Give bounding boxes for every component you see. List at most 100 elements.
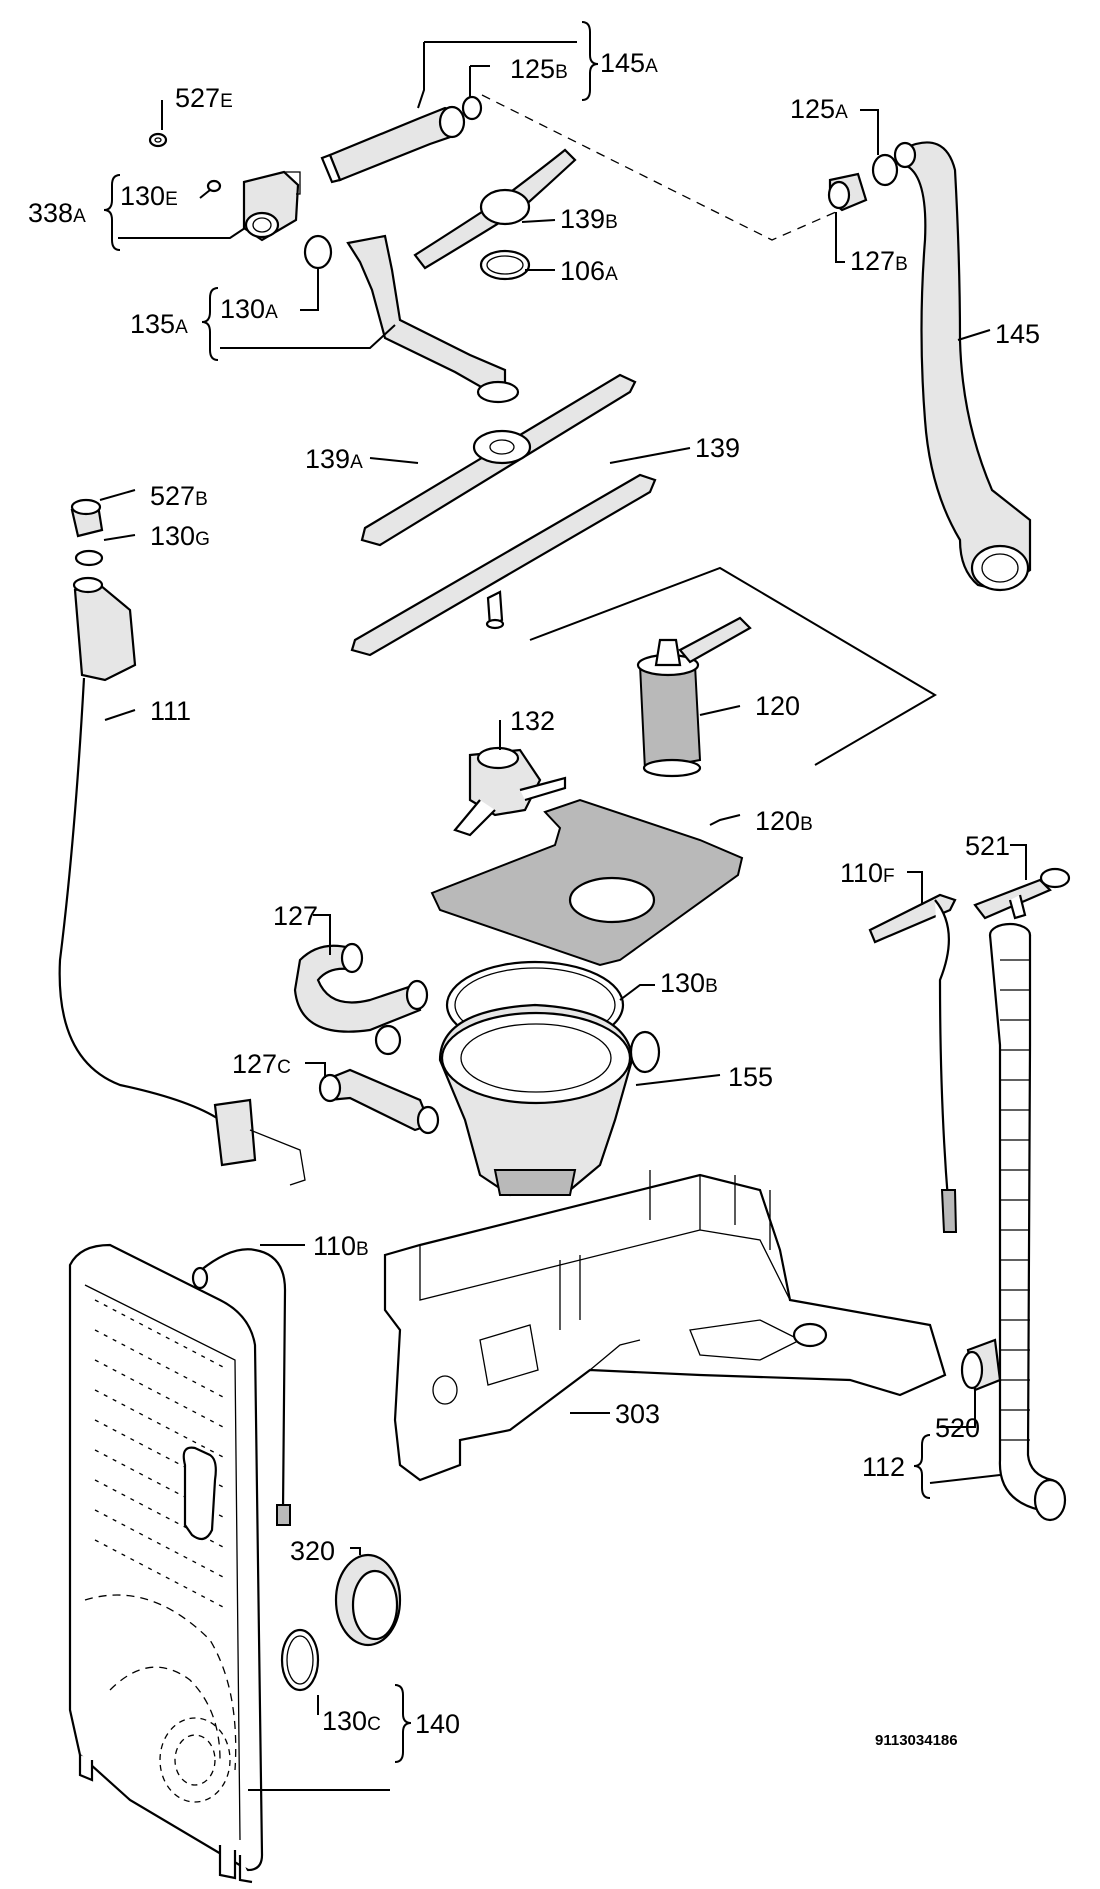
svg-text:155: 155 bbox=[728, 1062, 773, 1092]
label-145: 145 bbox=[995, 319, 1040, 349]
svg-text:127B: 127B bbox=[850, 246, 908, 276]
label-106a: 106A bbox=[560, 256, 618, 286]
svg-text:110F: 110F bbox=[840, 858, 895, 888]
svg-text:127: 127 bbox=[273, 901, 318, 931]
label-140: 140 bbox=[415, 1709, 460, 1739]
svg-text:320: 320 bbox=[290, 1536, 335, 1566]
svg-text:125B: 125B bbox=[510, 54, 568, 84]
svg-text:106A: 106A bbox=[560, 256, 618, 286]
svg-text:145: 145 bbox=[995, 319, 1040, 349]
label-127c: 127C bbox=[232, 1049, 291, 1079]
svg-text:120B: 120B bbox=[755, 806, 813, 836]
label-303: 303 bbox=[615, 1399, 660, 1429]
label-125a: 125A bbox=[790, 94, 848, 124]
label-127: 127 bbox=[273, 901, 318, 931]
label-527b: 527B bbox=[150, 481, 208, 511]
svg-text:111: 111 bbox=[150, 696, 191, 726]
filter-group-outline bbox=[529, 566, 937, 766]
label-110f: 110F bbox=[840, 858, 895, 888]
braces bbox=[103, 21, 931, 1763]
panel-grid-dots bbox=[94, 1299, 226, 1609]
svg-text:112: 112 bbox=[862, 1452, 905, 1482]
svg-text:132: 132 bbox=[510, 706, 555, 736]
part-127b-nut bbox=[827, 172, 868, 212]
part-120-filter bbox=[636, 616, 752, 778]
part-520-bend bbox=[960, 1338, 1002, 1392]
part-125b-oring bbox=[461, 95, 483, 121]
assembly-dashed-line bbox=[481, 94, 846, 241]
label-130c: 130C bbox=[322, 1706, 381, 1736]
svg-text:135A: 135A bbox=[130, 309, 188, 339]
svg-text:139A: 139A bbox=[305, 444, 363, 474]
svg-text:139: 139 bbox=[695, 433, 740, 463]
svg-text:130C: 130C bbox=[322, 1706, 381, 1736]
part-303-base-frame bbox=[383, 1170, 947, 1482]
part-110f-hose bbox=[868, 893, 958, 1233]
label-127b: 127B bbox=[850, 246, 908, 276]
svg-text:139B: 139B bbox=[560, 204, 618, 234]
part-338a-fitting bbox=[242, 170, 301, 242]
part-112-drain-hose bbox=[988, 922, 1067, 1522]
label-145a: 145A bbox=[600, 48, 658, 78]
svg-text:520: 520 bbox=[935, 1413, 980, 1443]
part-130e-oring bbox=[206, 179, 222, 193]
svg-text:527B: 527B bbox=[150, 481, 208, 511]
label-112: 112 bbox=[862, 1452, 905, 1482]
label-139: 139 bbox=[695, 433, 740, 463]
label-521: 521 bbox=[965, 831, 1010, 861]
label-110b: 110B bbox=[313, 1231, 369, 1261]
part-106a-ring bbox=[479, 249, 531, 281]
part-521-clip bbox=[973, 867, 1071, 920]
label-130b: 130B bbox=[660, 968, 718, 998]
label-130a: 130A bbox=[220, 294, 278, 324]
part-135a-water-pipe bbox=[346, 234, 520, 404]
part-139-lower-spray-arm bbox=[350, 473, 657, 657]
part-132-valve bbox=[453, 746, 567, 837]
svg-text:145A: 145A bbox=[600, 48, 658, 78]
label-155: 155 bbox=[728, 1062, 773, 1092]
svg-text:303: 303 bbox=[615, 1399, 660, 1429]
label-130g: 130G bbox=[150, 521, 210, 551]
label-139b: 139B bbox=[560, 204, 618, 234]
part-140-water-softener-panel bbox=[68, 1243, 264, 1884]
part-145-drain-hose bbox=[893, 141, 1032, 592]
svg-text:125A: 125A bbox=[790, 94, 848, 124]
svg-text:130E: 130E bbox=[120, 181, 178, 211]
part-155-sump bbox=[438, 1003, 661, 1197]
svg-text:140: 140 bbox=[415, 1709, 460, 1739]
svg-text:130B: 130B bbox=[660, 968, 718, 998]
label-338a: 338A bbox=[28, 198, 86, 228]
label-120b: 120B bbox=[755, 806, 813, 836]
part-139a-middle-spray-arm bbox=[360, 373, 637, 547]
part-130a-oring bbox=[303, 234, 333, 270]
svg-text:527E: 527E bbox=[175, 83, 233, 113]
part-145a-supply-pipe bbox=[320, 105, 466, 184]
part-125a-oring bbox=[871, 153, 899, 187]
part-320-seal bbox=[334, 1553, 402, 1647]
part-111-inlet-hose bbox=[58, 576, 306, 1186]
label-135a: 135A bbox=[130, 309, 188, 339]
svg-text:521: 521 bbox=[965, 831, 1010, 861]
svg-text:338A: 338A bbox=[28, 198, 86, 228]
label-111: 111 bbox=[150, 696, 191, 726]
part-127-hose bbox=[293, 942, 429, 1056]
leader-lines bbox=[99, 41, 1027, 1791]
part-120b-flat-filter bbox=[430, 798, 744, 967]
label-120: 120 bbox=[755, 691, 800, 721]
label-320: 320 bbox=[290, 1536, 335, 1566]
svg-text:130G: 130G bbox=[150, 521, 210, 551]
label-130e: 130E bbox=[120, 181, 178, 211]
part-127c-hose bbox=[318, 1068, 440, 1135]
label-139a: 139A bbox=[305, 444, 363, 474]
label-520: 520 bbox=[935, 1413, 980, 1443]
svg-text:130A: 130A bbox=[220, 294, 278, 324]
part-130c-ring bbox=[280, 1628, 320, 1692]
label-527e: 527E bbox=[175, 83, 233, 113]
part-139b-upper-spray-arm bbox=[413, 148, 577, 270]
svg-text:127C: 127C bbox=[232, 1049, 291, 1079]
document-number: 9113034186 bbox=[875, 1732, 958, 1749]
svg-text:120: 120 bbox=[755, 691, 800, 721]
part-527b-nut bbox=[70, 498, 104, 538]
